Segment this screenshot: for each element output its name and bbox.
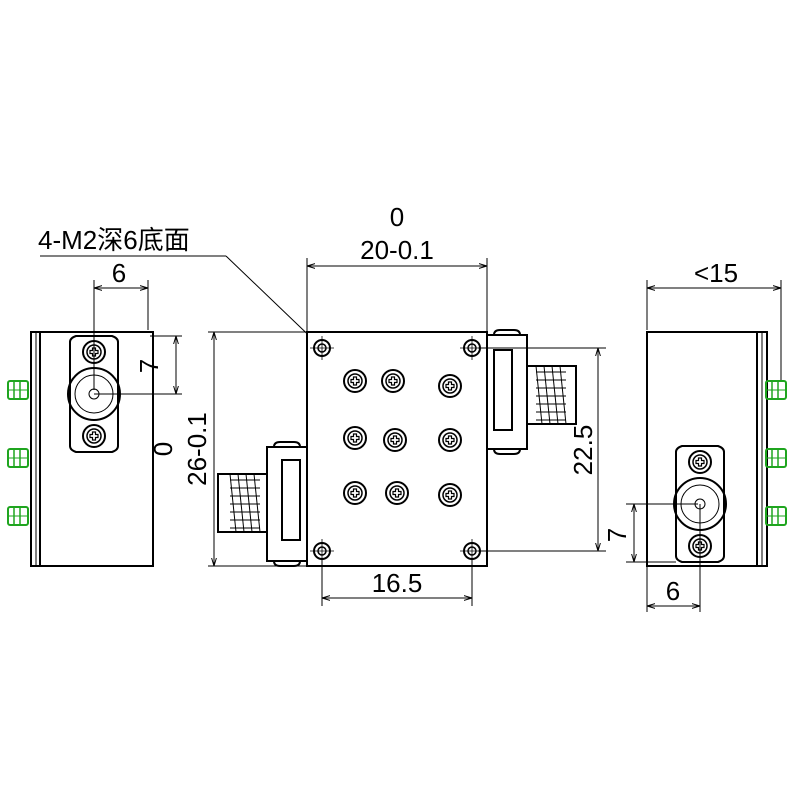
dim-right-width-label: 6 — [666, 576, 680, 606]
left-sma-connector — [217, 441, 308, 567]
dim-right-width: 6 — [646, 504, 701, 612]
dim-left-width-label: 6 — [112, 258, 126, 288]
dim-width-tolerance: 0 — [390, 202, 404, 232]
dim-left-width: 6 — [93, 258, 149, 390]
dim-right-height-label: 7 — [602, 528, 632, 542]
right-view-pins — [765, 380, 787, 526]
dim-height-value: 26-0.1 — [182, 412, 212, 486]
dim-width-value: 20-0.1 — [360, 235, 434, 265]
left-view-connector — [67, 335, 182, 453]
dim-right-thickness: <15 — [646, 258, 782, 380]
dim-left-height-label: 7 — [134, 359, 164, 373]
right-sma-connector — [486, 329, 577, 455]
dim-hole-spacing-h-label: 16.5 — [372, 568, 423, 598]
hole-annotation: 4-M2深6底面 — [38, 225, 322, 348]
dim-height-tolerance: 0 — [148, 442, 178, 456]
dim-hole-spacing-h: 16.5 — [321, 560, 473, 606]
dim-left-height: 7 — [134, 335, 182, 394]
dim-right-thickness-label: <15 — [694, 258, 738, 288]
dim-hole-spacing-v-label: 22.5 — [568, 425, 598, 476]
dim-hole-spacing-v: 22.5 — [478, 347, 606, 552]
left-side-view: 6 7 — [7, 258, 182, 567]
left-view-body — [30, 331, 154, 567]
hole-annotation-text: 4-M2深6底面 — [38, 225, 190, 255]
right-side-view: <15 7 6 — [602, 258, 787, 612]
dim-center-width: 0 20-0.1 — [306, 202, 488, 332]
left-view-pins — [7, 380, 29, 526]
center-top-view: 4-M2深6底面 — [38, 202, 606, 606]
dim-center-height: 0 26-0.1 — [148, 331, 307, 567]
dim-right-height: 7 — [602, 503, 698, 563]
right-view-body — [646, 331, 768, 567]
